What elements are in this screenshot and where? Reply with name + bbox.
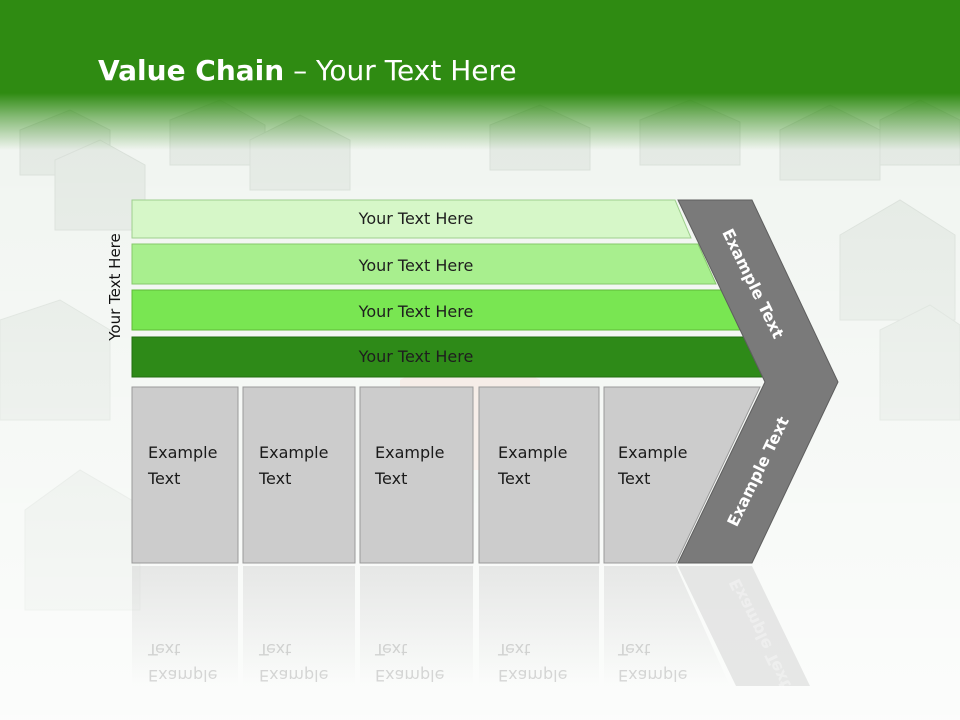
box-2-label: Example Text [259,443,329,488]
bar-4-label: Your Text Here [358,347,474,366]
box-5-reflection [604,566,730,686]
box-5[interactable] [603,386,761,564]
box-3-reflection-label: Example Text [375,640,445,685]
chevron-reflection [678,566,810,686]
box-2-reflection [243,566,355,686]
bar-1[interactable] [131,199,692,239]
box-4[interactable] [478,386,600,564]
bar-1-label: Your Text Here [358,209,474,228]
box-1-label: Example Text [148,443,218,488]
bar-2[interactable] [131,243,717,285]
chevron-arrow[interactable] [677,199,839,564]
box-1[interactable] [131,386,239,564]
box-1-reflection [132,566,238,686]
bar-3-label: Your Text Here [358,302,474,321]
box-4-reflection-label: Example Text [498,640,568,685]
box-3-label: Example Text [375,443,445,488]
box-2[interactable] [242,386,356,564]
box-1-reflection-label: Example Text [148,640,218,685]
box-3[interactable] [359,386,474,564]
box-4-label: Example Text [498,443,568,488]
box-3-reflection [360,566,473,686]
bar-2-label: Your Text Here [358,256,474,275]
header-band [0,0,960,150]
page-title: Value Chain – Your Text Here [98,54,517,87]
side-label: Your Text Here [106,233,124,341]
box-2-reflection-label: Example Text [259,640,329,685]
box-5-reflection-label: Example Text [618,640,688,685]
title-rest: – Your Text Here [284,54,517,87]
box-4-reflection [479,566,599,686]
box-5-label: Example Text [618,443,688,488]
title-bold: Value Chain [98,54,285,87]
